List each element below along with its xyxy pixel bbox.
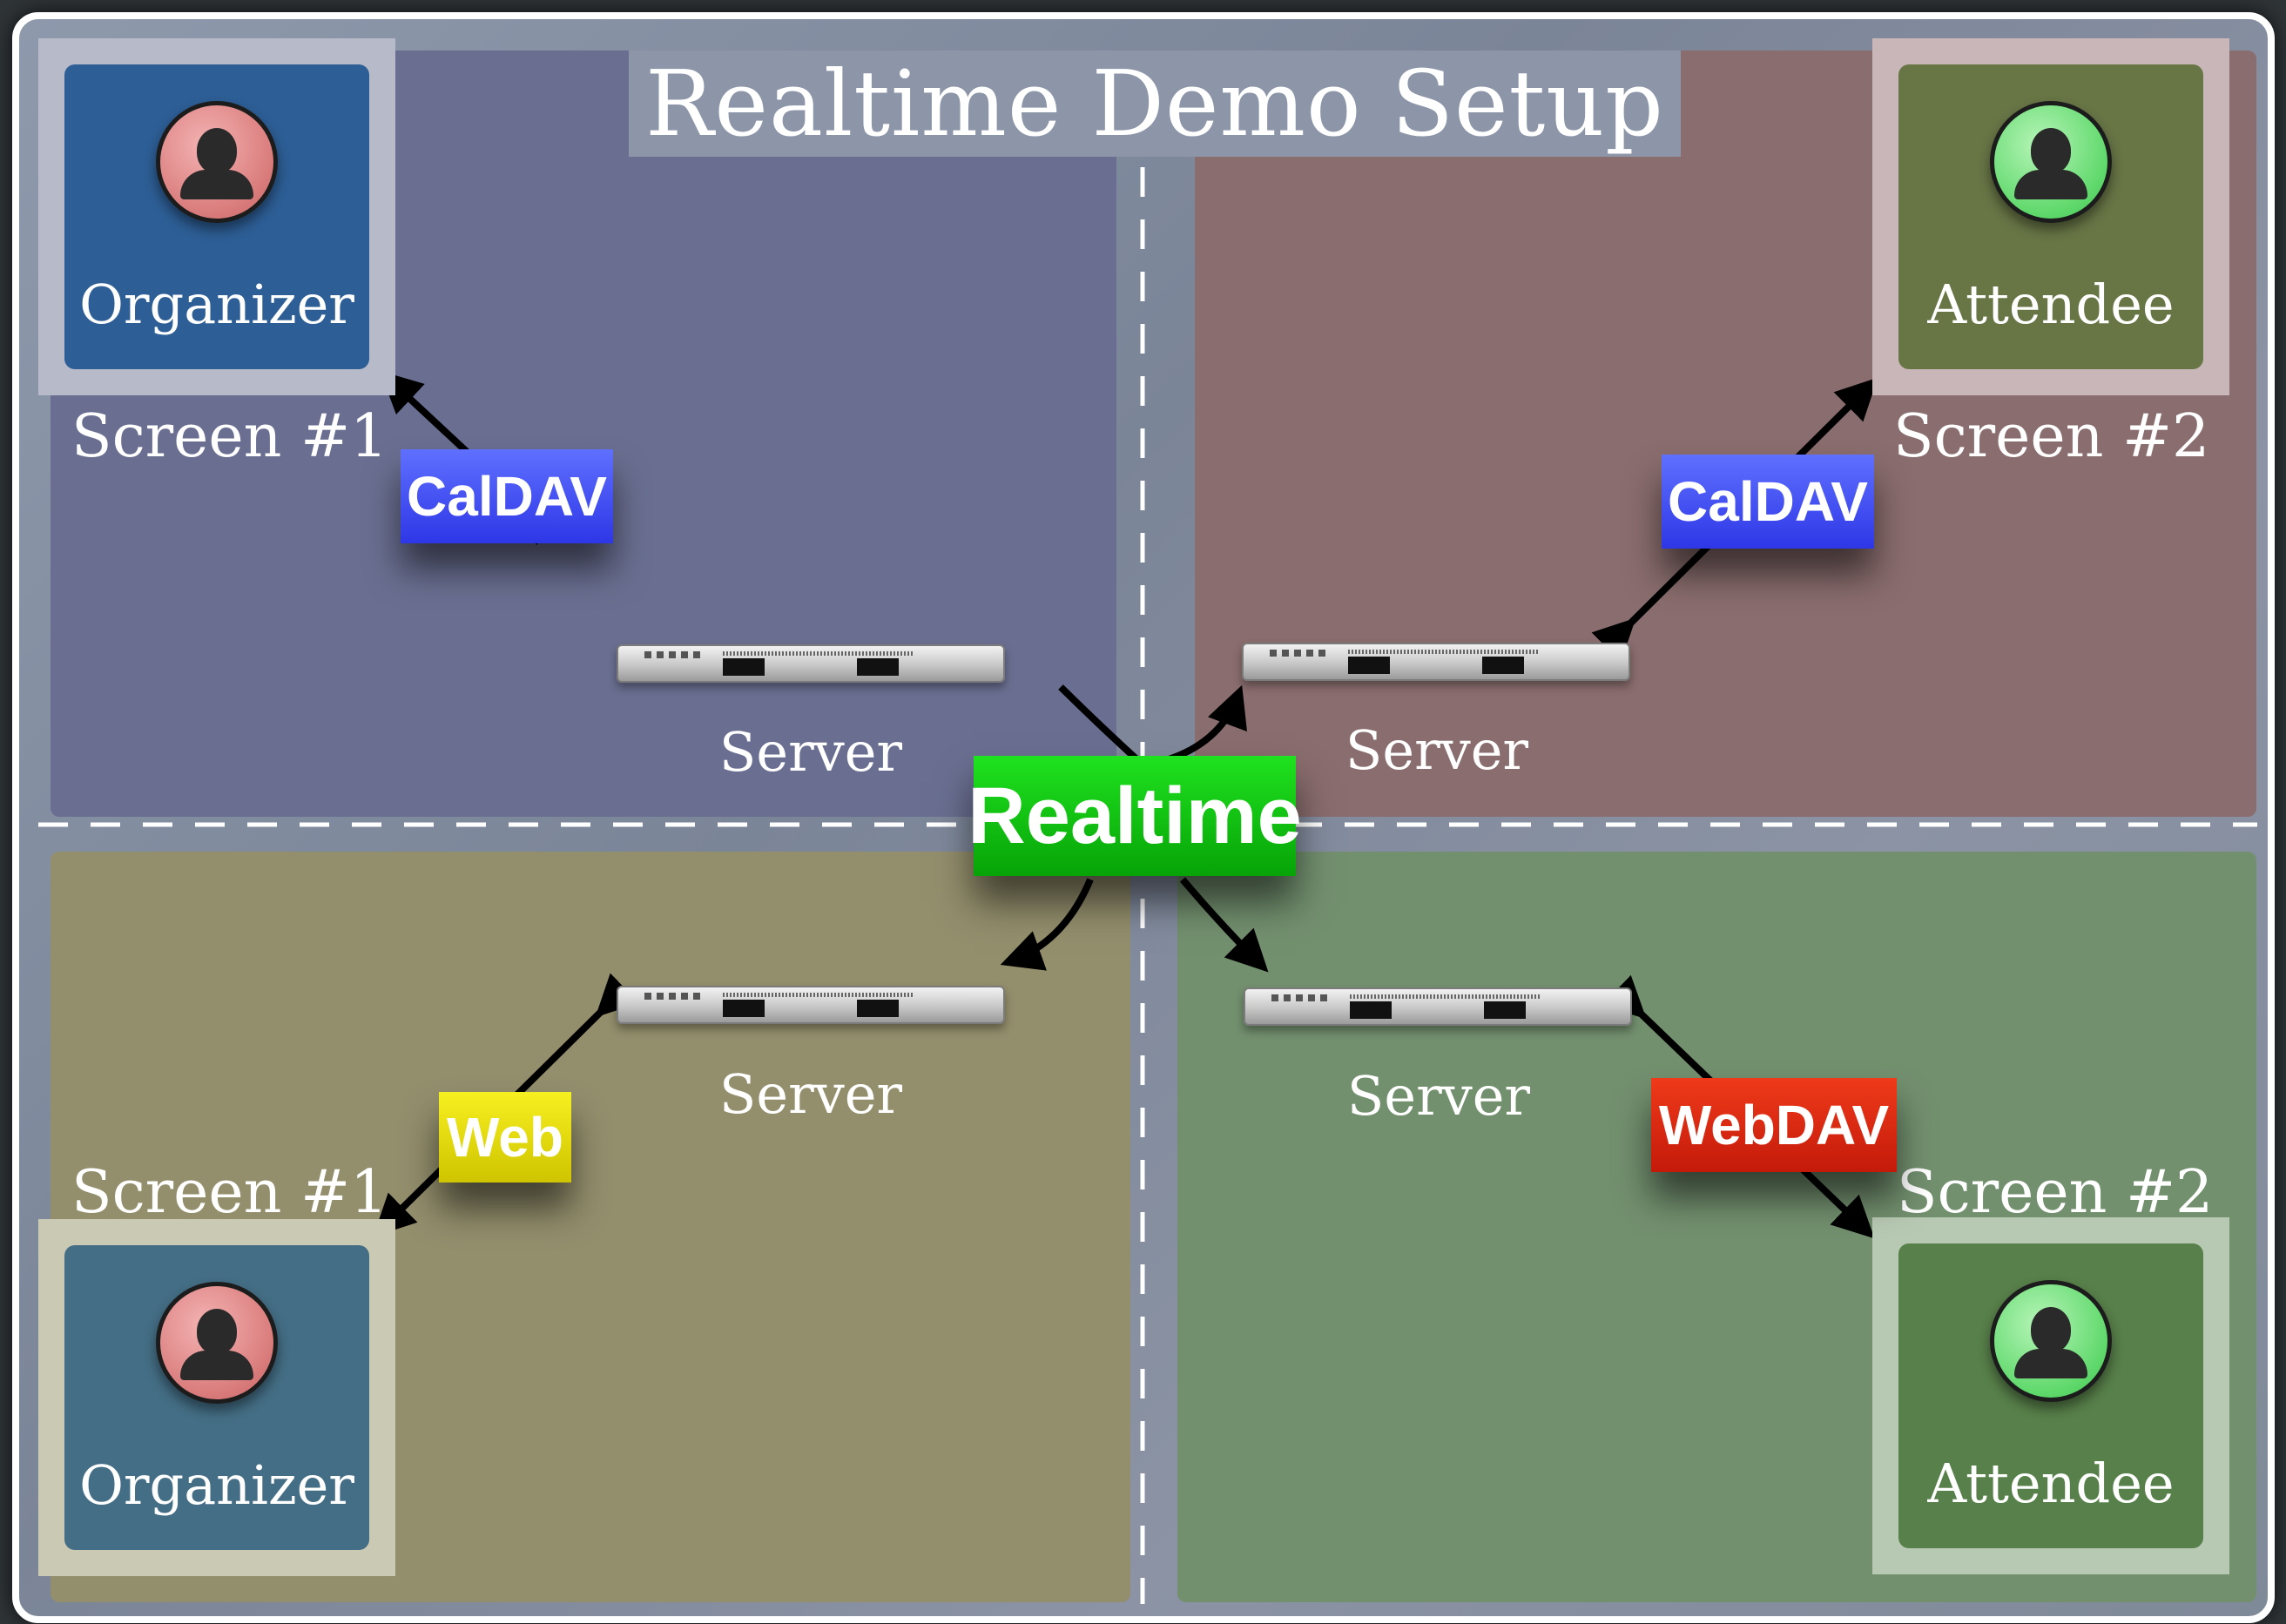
realtime-badge: Realtime: [968, 756, 1302, 876]
caldav-badge-top-left: CalDAV: [401, 449, 613, 543]
person-icon: [1990, 101, 2112, 223]
organizer-card-top: Organizer: [38, 38, 395, 395]
person-icon: [156, 1282, 278, 1404]
server-label-top-left: Server: [718, 720, 903, 784]
server-label-bottom-right: Server: [1346, 1064, 1531, 1128]
attendee-label: Attendee: [1927, 1452, 2175, 1515]
server-top-right: [1242, 643, 1630, 681]
arrow-realtime-server-top-right: [1167, 684, 1247, 763]
title-bar: Realtime Demo Setup: [629, 51, 1681, 157]
web-badge-bottom-left: Web: [439, 1092, 571, 1183]
screen-label-top-left: Screen #1: [71, 402, 388, 471]
arrow-realtime-server-bottom-left: [1000, 878, 1094, 971]
attendee-card-bottom: Attendee: [1872, 1217, 2229, 1574]
organizer-label: Organizer: [79, 1453, 354, 1517]
webdav-badge-bottom-right: WebDAV: [1651, 1078, 1897, 1172]
arrow-realtime-server-bottom-right: [1179, 877, 1269, 973]
organizer-card-bottom: Organizer: [38, 1219, 395, 1576]
screen-label-top-right: Screen #2: [1893, 402, 2210, 471]
server-bottom-left: [617, 986, 1005, 1024]
attendee-card-top: Attendee: [1872, 38, 2229, 395]
server-label-bottom-left: Server: [718, 1062, 903, 1126]
screen-label-bottom-right: Screen #2: [1897, 1158, 2214, 1227]
person-icon: [156, 101, 278, 223]
person-icon: [1990, 1280, 2112, 1402]
diagram-frame: Realtime Demo Setup Organizer: [12, 12, 2275, 1623]
attendee-label: Attendee: [1927, 273, 2175, 336]
server-bottom-right: [1244, 987, 1632, 1026]
screen-label-bottom-left: Screen #1: [71, 1158, 388, 1227]
server-label-top-right: Server: [1345, 718, 1529, 782]
caldav-badge-top-right: CalDAV: [1662, 455, 1874, 549]
server-top-left: [617, 644, 1005, 683]
arrow-realtime-server-top-left: [1058, 684, 1145, 767]
diagram-title: Realtime Demo Setup: [645, 51, 1664, 157]
organizer-label: Organizer: [79, 273, 354, 336]
